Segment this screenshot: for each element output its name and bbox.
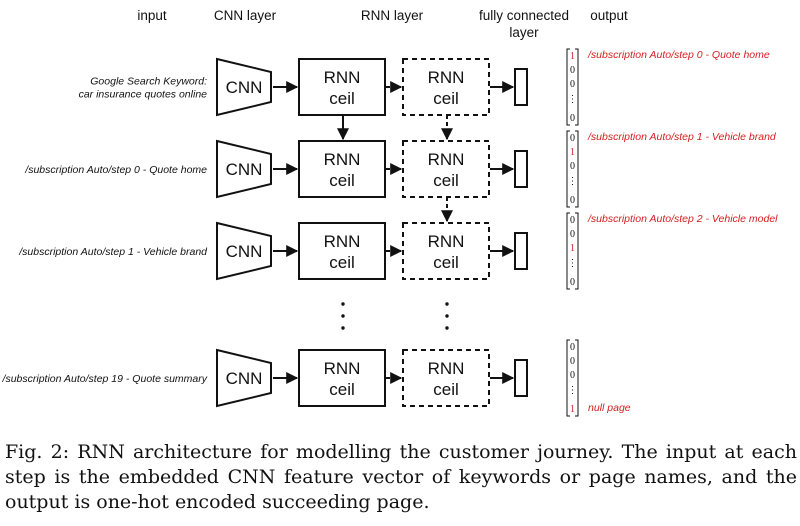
vector-entry: 0	[570, 215, 575, 226]
vector-entry: 0	[570, 113, 575, 124]
rnn-label: RNN	[324, 232, 361, 251]
rnn-label: RNN	[324, 150, 361, 169]
vector-entry: 0	[570, 161, 575, 172]
output-label: /subscription Auto/step 1 - Vehicle bran…	[587, 131, 777, 143]
vector-bracket-right	[575, 130, 579, 208]
vector-entry: ⋮	[568, 258, 578, 269]
cnn-label: CNN	[226, 78, 263, 97]
vector-bracket-left	[566, 212, 570, 290]
rnn-label: RNN	[428, 232, 465, 251]
input-label: Google Search Keyword:	[90, 76, 207, 88]
header-fully-connected: fully connected	[479, 8, 569, 23]
cnn-block	[216, 348, 272, 408]
rnn-label: ceil	[433, 380, 459, 399]
vector-entry: 0	[570, 65, 575, 76]
cnn-label: CNN	[226, 160, 263, 179]
cnn-label: CNN	[226, 242, 263, 261]
header-cnn-layer: CNN layer	[214, 8, 277, 23]
vector-bracket-left	[566, 130, 570, 208]
vector-entry: 0	[570, 133, 575, 144]
cnn-block	[216, 57, 272, 117]
rnn-cell-solid	[298, 140, 386, 198]
rnn-label: ceil	[433, 253, 459, 272]
rnn-label: ceil	[329, 171, 355, 190]
vector-entry: 0	[570, 229, 575, 240]
vector-bracket-right	[575, 212, 579, 290]
input-label: car insurance quotes online	[79, 89, 208, 101]
header-fully-connected-layer: layer	[509, 25, 539, 40]
vector-bracket-left	[566, 48, 570, 126]
vector-entry: 0	[570, 277, 575, 288]
cnn-block	[216, 221, 272, 281]
input-label: /subscription Auto/step 0 - Quote home	[24, 164, 207, 176]
rnn-label: ceil	[329, 253, 355, 272]
vector-entry: ⋮	[568, 385, 578, 396]
vector-entry: ⋮	[568, 94, 578, 105]
rnn-label: RNN	[324, 68, 361, 87]
step-row-0: Google Search Keyword:car insurance quot…	[79, 48, 770, 141]
rnn-label: ceil	[329, 89, 355, 108]
fully-connected-block	[514, 150, 528, 188]
figure-caption: Fig. 2: RNN architecture for modelling t…	[5, 441, 797, 513]
vector-entry: 0	[570, 195, 575, 206]
cnn-block	[216, 139, 272, 199]
vector-entry: 0	[570, 370, 575, 381]
fully-connected-block	[514, 359, 528, 397]
diagram-rows: Google Search Keyword:car insurance quot…	[2, 48, 778, 417]
output-label: null page	[588, 402, 631, 414]
ellipsis-rnn-dashed	[445, 302, 449, 330]
input-label: /subscription Auto/step 19 - Quote summa…	[2, 373, 208, 385]
ellipsis-rnn-solid	[341, 302, 345, 330]
vector-entry: 0	[570, 79, 575, 90]
header-output: output	[590, 8, 628, 23]
header-input: input	[137, 8, 167, 23]
vector-entry: 1	[570, 243, 575, 254]
vector-entry: 1	[570, 147, 575, 158]
rnn-cell-dashed	[402, 349, 490, 407]
rnn-cell-dashed	[402, 222, 490, 280]
vector-entry: 0	[570, 356, 575, 367]
rnn-cell-solid	[298, 349, 386, 407]
step-row-2: /subscription Auto/step 1 - Vehicle bran…	[18, 212, 778, 290]
vector-bracket-left	[566, 339, 570, 417]
rnn-label: ceil	[433, 171, 459, 190]
rnn-label: ceil	[433, 89, 459, 108]
vector-bracket-right	[575, 48, 579, 126]
step-row-3: /subscription Auto/step 19 - Quote summa…	[2, 339, 631, 417]
fully-connected-block	[514, 68, 528, 106]
fully-connected-block	[514, 232, 528, 270]
vector-bracket-right	[575, 339, 579, 417]
step-row-1: /subscription Auto/step 0 - Quote home CN…	[24, 130, 777, 223]
output-label: /subscription Auto/step 2 - Vehicle mode…	[587, 213, 778, 225]
rnn-label: RNN	[428, 150, 465, 169]
rnn-cell-solid	[298, 222, 386, 280]
vector-entry: 1	[570, 404, 575, 415]
vector-entry: 1	[570, 51, 575, 62]
cnn-label: CNN	[226, 369, 263, 388]
rnn-label: RNN	[428, 359, 465, 378]
vector-entry: ⋮	[568, 176, 578, 187]
output-label: /subscription Auto/step 0 - Quote home	[587, 49, 770, 61]
rnn-label: ceil	[329, 380, 355, 399]
rnn-label: RNN	[428, 68, 465, 87]
rnn-label: RNN	[324, 359, 361, 378]
input-label: /subscription Auto/step 1 - Vehicle bran…	[18, 246, 208, 258]
rnn-cell-dashed	[402, 140, 490, 198]
header-rnn-layer: RNN layer	[361, 8, 424, 23]
vector-entry: 0	[570, 342, 575, 353]
